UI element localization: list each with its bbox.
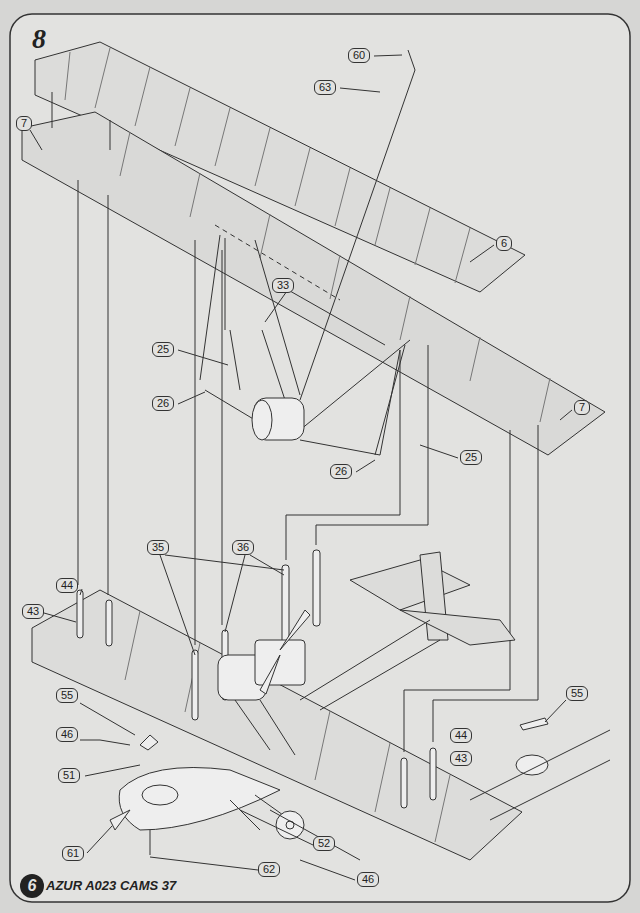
page-frame bbox=[10, 14, 630, 902]
callout-number: 55 bbox=[566, 686, 588, 701]
callout-number: 51 bbox=[58, 768, 80, 783]
callout-number: 7 bbox=[16, 116, 32, 131]
callout-number: 55 bbox=[56, 688, 78, 703]
assembly-lines bbox=[52, 92, 538, 752]
callout-number: 35 bbox=[147, 540, 169, 555]
page-number: 6 bbox=[20, 874, 44, 898]
callout-number: 61 bbox=[62, 846, 84, 861]
assembly-line bbox=[300, 70, 415, 400]
wing-underside bbox=[22, 112, 605, 455]
callout-number: 52 bbox=[313, 836, 335, 851]
callout-number: 36 bbox=[232, 540, 254, 555]
callout-number: 46 bbox=[56, 727, 78, 742]
step-number: 8 bbox=[32, 24, 46, 54]
callout-number: 46 bbox=[357, 872, 379, 887]
callout-number: 44 bbox=[450, 728, 472, 743]
cabane-struts bbox=[200, 235, 410, 455]
callout-number: 6 bbox=[496, 236, 512, 251]
callout-number: 33 bbox=[272, 278, 294, 293]
callout-number: 44 bbox=[56, 578, 78, 593]
wing-joint bbox=[215, 225, 340, 300]
callout-number: 63 bbox=[314, 80, 336, 95]
kit-name: AZUR A023 CAMS 37 bbox=[46, 878, 176, 894]
callout-number: 43 bbox=[450, 751, 472, 766]
hull bbox=[100, 735, 360, 860]
callout-number: 25 bbox=[460, 450, 482, 465]
callout-number: 43 bbox=[22, 604, 44, 619]
tail-unit bbox=[300, 552, 515, 710]
callout-number: 7 bbox=[574, 400, 590, 415]
callout-number: 25 bbox=[152, 342, 174, 357]
callout-number: 26 bbox=[330, 464, 352, 479]
callout-number: 62 bbox=[258, 862, 280, 877]
engine-nacelle bbox=[252, 398, 304, 440]
callout-number: 60 bbox=[348, 48, 370, 63]
underside-ribs bbox=[120, 132, 550, 422]
bolt-part bbox=[408, 50, 415, 70]
leader-lines bbox=[30, 55, 572, 880]
engine-with-propeller bbox=[218, 610, 310, 755]
lower-wing bbox=[32, 590, 522, 860]
gun-ring-detail bbox=[470, 718, 610, 820]
callout-number: 26 bbox=[152, 396, 174, 411]
